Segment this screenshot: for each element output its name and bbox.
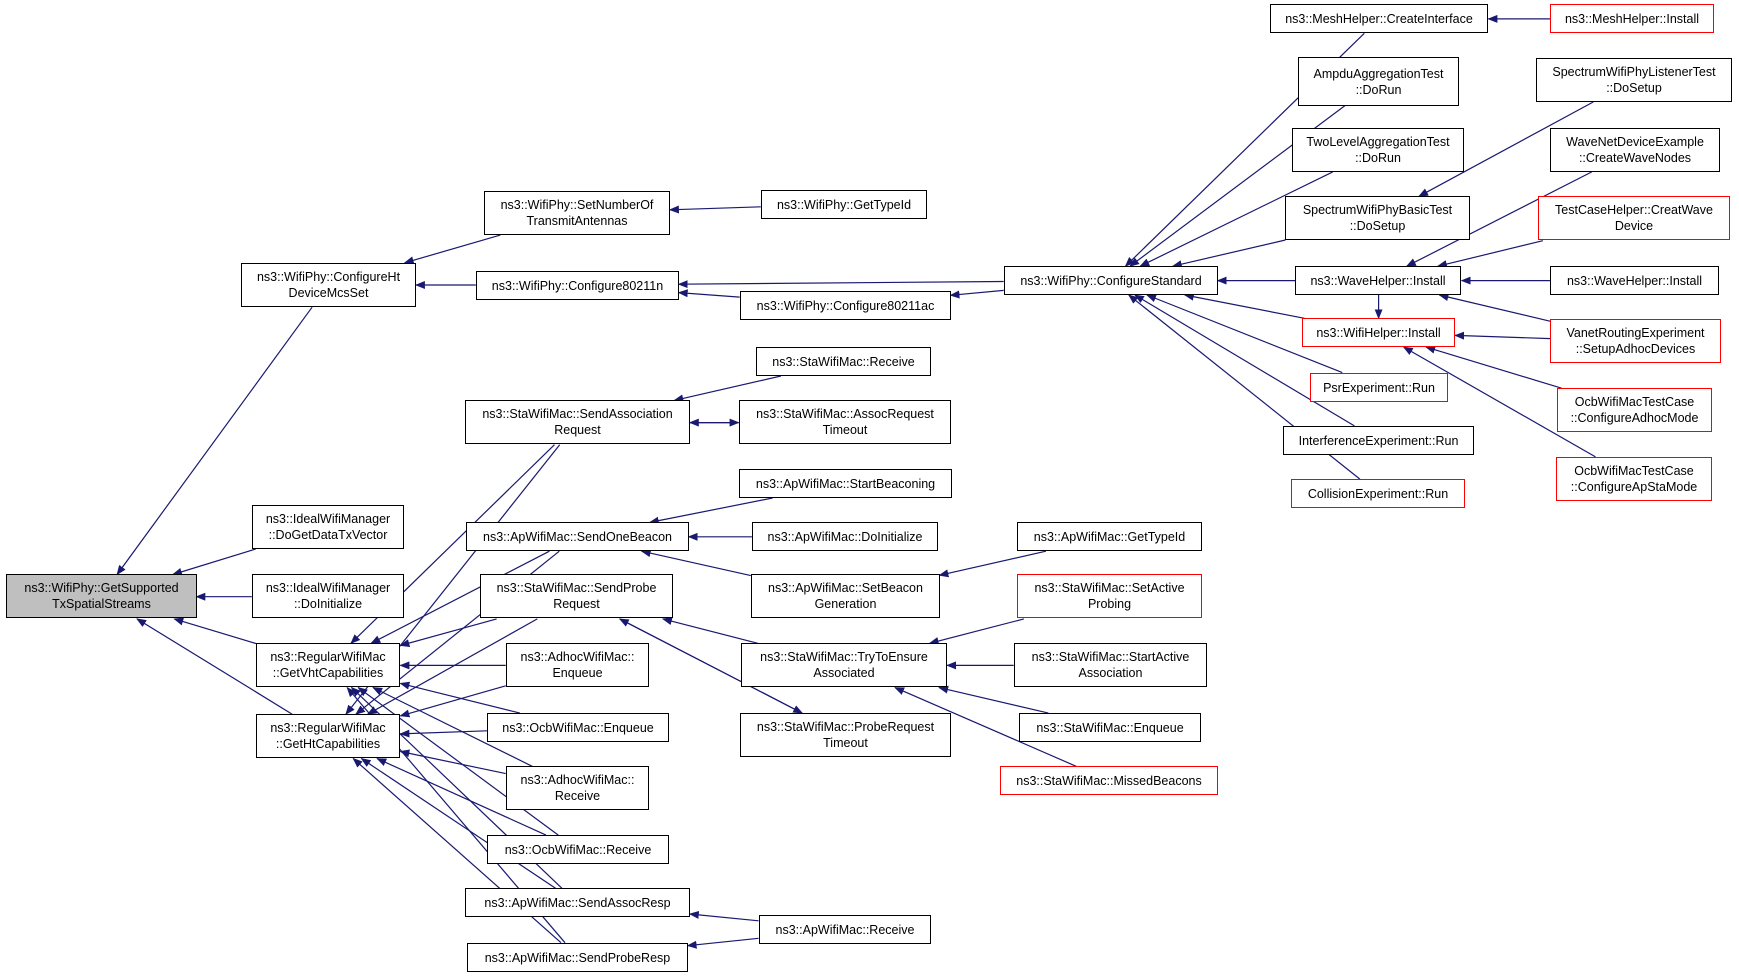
edge-adhocReceive-to-rwmHt <box>399 749 506 775</box>
edge-setNumAnt-to-confHt <box>403 234 501 265</box>
edge-getTypeId-to-setNumAnt <box>668 205 761 214</box>
node-ap-send-probe-resp[interactable]: ns3::ApWifiMac::SendProbeResp <box>467 943 688 972</box>
edge-staSetActive-to-staTryEnsure <box>928 618 1025 645</box>
node-vanet[interactable]: VanetRoutingExperiment ::SetupAdhocDevic… <box>1550 319 1721 363</box>
node-wave-install[interactable]: ns3::WaveHelper::Install <box>1295 266 1461 295</box>
edge-twoLevelTest-to-confStd <box>1139 171 1333 267</box>
node-sta-assoc-timeout[interactable]: ns3::StaWifiMac::AssocRequest Timeout <box>739 400 951 444</box>
node-ideal-init[interactable]: ns3::IdealWifiManager ::DoInitialize <box>252 574 404 618</box>
edge-staSendProbe-to-staProbeTimeout <box>619 618 804 714</box>
edge-confHt-to-root <box>116 306 313 576</box>
node-ap-set-beacon-gen[interactable]: ns3::ApWifiMac::SetBeacon Generation <box>751 574 940 618</box>
edge-confStd-to-conf11n <box>677 280 1004 289</box>
node-spec-listener[interactable]: SpectrumWifiPhyListenerTest ::DoSetup <box>1536 58 1732 102</box>
edge-apGetTypeId-to-apSetBeaconGen <box>938 550 1047 578</box>
node-rwm-ht[interactable]: ns3::RegularWifiMac ::GetHtCapabilities <box>256 714 400 758</box>
edge-staEnqueue-to-staTryEnsure <box>938 685 1049 714</box>
node-sta-send-probe[interactable]: ns3::StaWifiMac::SendProbe Request <box>480 574 673 618</box>
node-adhoc-enqueue[interactable]: ns3::AdhocWifiMac:: Enqueue <box>506 643 649 687</box>
node-mesh-install[interactable]: ns3::MeshHelper::Install <box>1550 4 1714 33</box>
edge-idealDoGet-to-root <box>171 548 256 576</box>
edge-specBasic-to-confStd <box>1171 239 1286 269</box>
node-sta-start-active[interactable]: ns3::StaWifiMac::StartActive Association <box>1014 643 1207 687</box>
node-sta-set-active[interactable]: ns3::StaWifiMac::SetActive Probing <box>1017 574 1202 618</box>
node-ideal-do-get[interactable]: ns3::IdealWifiManager ::DoGetDataTxVecto… <box>252 505 404 549</box>
edge-vanet-to-waveInstall <box>1438 293 1551 322</box>
edge-vanet-to-wifiHelperInstall <box>1454 331 1551 340</box>
edge-testCaseHelper-to-waveInstall <box>1436 240 1544 268</box>
edge-ocbEnqueue-to-rwmHt <box>399 729 487 738</box>
node-root[interactable]: ns3::WifiPhy::GetSupported TxSpatialStre… <box>6 574 197 618</box>
node-sta-send-assoc[interactable]: ns3::StaWifiMac::SendAssociation Request <box>465 400 690 444</box>
node-set-num-ant[interactable]: ns3::WifiPhy::SetNumberOf TransmitAntenn… <box>484 191 670 235</box>
node-ocb-receive[interactable]: ns3::OcbWifiMac::Receive <box>487 835 669 864</box>
edge-adhocEnqueue-to-rwmHt <box>399 685 506 718</box>
node-sta-enqueue[interactable]: ns3::StaWifiMac::Enqueue <box>1019 713 1201 742</box>
node-ocb-adhoc[interactable]: OcbWifiMacTestCase ::ConfigureAdhocMode <box>1557 388 1712 432</box>
node-adhoc-receive[interactable]: ns3::AdhocWifiMac:: Receive <box>506 766 649 810</box>
node-psr[interactable]: PsrExperiment::Run <box>1310 373 1448 402</box>
edge-waveNetDev-to-waveInstall <box>1405 171 1593 267</box>
node-conf-ht[interactable]: ns3::WifiPhy::ConfigureHt DeviceMcsSet <box>241 263 416 307</box>
node-conf-11n[interactable]: ns3::WifiPhy::Configure80211n <box>476 271 679 300</box>
node-ocb-enqueue[interactable]: ns3::OcbWifiMac::Enqueue <box>487 713 669 742</box>
edge-apSendAssocResp-to-rwmHt <box>360 758 557 889</box>
edge-wifiHelperInstall-to-confStd <box>1183 292 1305 319</box>
edge-apSendBeacon-to-rwmVht <box>370 550 550 644</box>
edge-ocbReceive-to-rwmVht <box>357 687 559 836</box>
edge-interference-to-confStd <box>1134 294 1355 427</box>
node-ap-do-init[interactable]: ns3::ApWifiMac::DoInitialize <box>752 522 938 551</box>
node-rwm-vht[interactable]: ns3::RegularWifiMac ::GetVhtCapabilities <box>256 643 400 687</box>
node-spec-basic[interactable]: SpectrumWifiPhyBasicTest ::DoSetup <box>1285 196 1470 240</box>
edge-ocbAdhoc-to-wifiHelperInstall <box>1425 345 1562 389</box>
edge-psr-to-confStd <box>1146 294 1343 374</box>
edge-rwmHt-to-root <box>136 618 293 715</box>
node-ampdu-test[interactable]: AmpduAggregationTest ::DoRun <box>1298 57 1459 106</box>
node-sta-receive[interactable]: ns3::StaWifiMac::Receive <box>756 347 931 376</box>
edge-ocbEnqueue-to-rwmVht <box>399 681 521 714</box>
edge-conf11ac-to-conf11n <box>677 289 740 298</box>
node-wave-net-dev[interactable]: WaveNetDeviceExample ::CreateWaveNodes <box>1550 128 1720 172</box>
node-conf-std[interactable]: ns3::WifiPhy::ConfigureStandard <box>1004 266 1218 295</box>
node-ap-start-beacon[interactable]: ns3::ApWifiMac::StartBeaconing <box>739 469 952 498</box>
node-two-level-test[interactable]: TwoLevelAggregationTest ::DoRun <box>1292 128 1464 172</box>
edge-apReceive-to-apSendProbeResp <box>686 937 759 949</box>
edge-staReceive-to-staSendAssoc <box>673 375 782 403</box>
edge-staMissed-to-staTryEnsure <box>894 687 1077 767</box>
edge-rwmVht-to-root <box>173 617 257 645</box>
edge-confStd-to-conf11ac <box>949 289 1004 299</box>
edge-adhocReceive-to-rwmVht <box>372 687 533 767</box>
node-wave-install-2[interactable]: ns3::WaveHelper::Install <box>1550 266 1719 295</box>
edge-specListener-to-specBasic <box>1418 101 1594 197</box>
edge-apSetBeaconGen-to-apSendBeacon <box>640 549 751 577</box>
node-sta-probe-timeout[interactable]: ns3::StaWifiMac::ProbeRequest Timeout <box>740 713 951 757</box>
node-ap-get-type-id[interactable]: ns3::ApWifiMac::GetTypeId <box>1017 522 1202 551</box>
node-test-case-helper[interactable]: TestCaseHelper::CreatWave Device <box>1538 196 1730 240</box>
edge-staSendProbe-to-rwmVht <box>399 618 497 647</box>
edge-staTryEnsure-to-staSendProbe <box>661 617 758 644</box>
node-interference[interactable]: InterferenceExperiment::Run <box>1283 426 1474 455</box>
node-ocb-ap-sta[interactable]: OcbWifiMacTestCase ::ConfigureApStaMode <box>1556 457 1712 501</box>
node-mesh-create-if[interactable]: ns3::MeshHelper::CreateInterface <box>1270 4 1488 33</box>
node-sta-missed[interactable]: ns3::StaWifiMac::MissedBeacons <box>1000 766 1218 795</box>
edge-ocbReceive-to-rwmHt <box>376 758 547 836</box>
edge-apReceive-to-apSendAssocResp <box>688 910 759 922</box>
node-ap-receive[interactable]: ns3::ApWifiMac::Receive <box>759 915 931 944</box>
edge-apStartBeacon-to-apSendBeacon <box>648 497 773 525</box>
node-ap-send-assoc-resp[interactable]: ns3::ApWifiMac::SendAssocResp <box>465 888 690 917</box>
node-ap-send-beacon[interactable]: ns3::ApWifiMac::SendOneBeacon <box>466 522 689 551</box>
node-collision[interactable]: CollisionExperiment::Run <box>1291 479 1465 508</box>
node-conf-11ac[interactable]: ns3::WifiPhy::Configure80211ac <box>740 291 951 320</box>
node-wifi-helper-install[interactable]: ns3::WifiHelper::Install <box>1302 318 1455 347</box>
node-get-type-id[interactable]: ns3::WifiPhy::GetTypeId <box>761 190 927 219</box>
edge-ocbApSta-to-wifiHelperInstall <box>1402 346 1596 458</box>
node-sta-try-ensure[interactable]: ns3::StaWifiMac::TryToEnsure Associated <box>741 643 947 687</box>
